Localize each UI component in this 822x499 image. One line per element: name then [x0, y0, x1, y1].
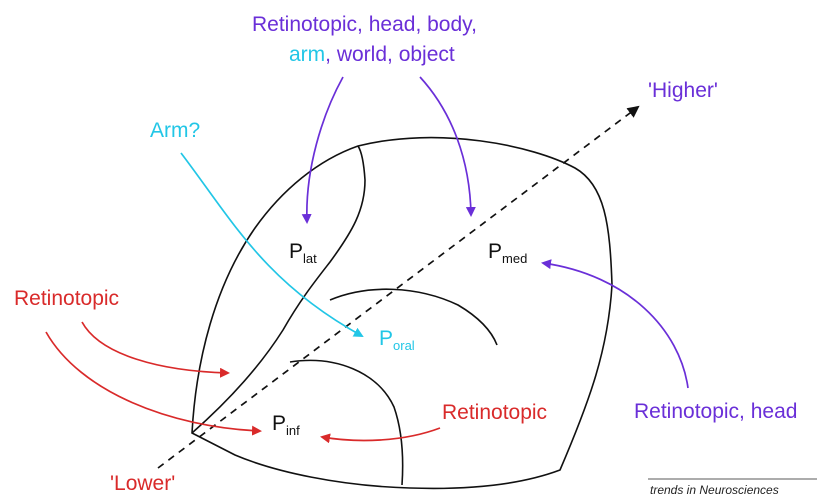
pinf-main: P: [272, 412, 286, 435]
outer-rim: [191, 136, 613, 490]
arrow-arm-to-poral: [180, 152, 364, 337]
poral-sub: oral: [393, 338, 415, 353]
arrow-top-to-plat: [301, 76, 344, 224]
pmed-sub: med: [502, 251, 527, 266]
arrow-right-to-pmed: [541, 259, 689, 389]
region-label-poral: Poral: [379, 327, 415, 353]
pmed-main: P: [488, 240, 502, 263]
right-retinotopic-head-label: Retinotopic, head: [634, 400, 797, 423]
higher-label: 'Higher': [648, 79, 718, 102]
top-label-arm: arm: [289, 43, 325, 66]
top-label-line2: arm, world, object: [289, 43, 455, 66]
arrow-left-to-pinf: [45, 331, 262, 436]
region-label-plat: Plat: [289, 240, 317, 266]
left-retinotopic-label: Retinotopic: [14, 287, 119, 310]
arrows: [45, 76, 689, 444]
arrow-left-to-lateral: [81, 321, 230, 378]
inferior-boundary: [289, 359, 404, 486]
oral-boundary: [329, 288, 498, 346]
arm-question-label: Arm?: [150, 119, 200, 142]
brain-region-outline: [191, 136, 613, 490]
hierarchy-axis: [157, 105, 640, 469]
bottom-retinotopic-label: Retinotopic: [442, 401, 547, 424]
lateral-boundary: [191, 145, 366, 434]
poral-main: P: [379, 327, 393, 350]
top-label-rest: , world, object: [325, 43, 455, 66]
arrow-top-to-pmed: [419, 76, 476, 217]
plat-main: P: [289, 240, 303, 263]
journal-credit: trends in Neurosciences: [650, 483, 779, 497]
lower-label: 'Lower': [110, 472, 175, 495]
region-label-pinf: Pinf: [272, 412, 300, 438]
plat-sub: lat: [303, 251, 317, 266]
top-label-line1: Retinotopic, head, body,: [252, 13, 477, 36]
arrow-bottom-to-pinf: [320, 427, 441, 444]
region-label-pmed: Pmed: [488, 240, 527, 266]
pinf-sub: inf: [286, 423, 300, 438]
